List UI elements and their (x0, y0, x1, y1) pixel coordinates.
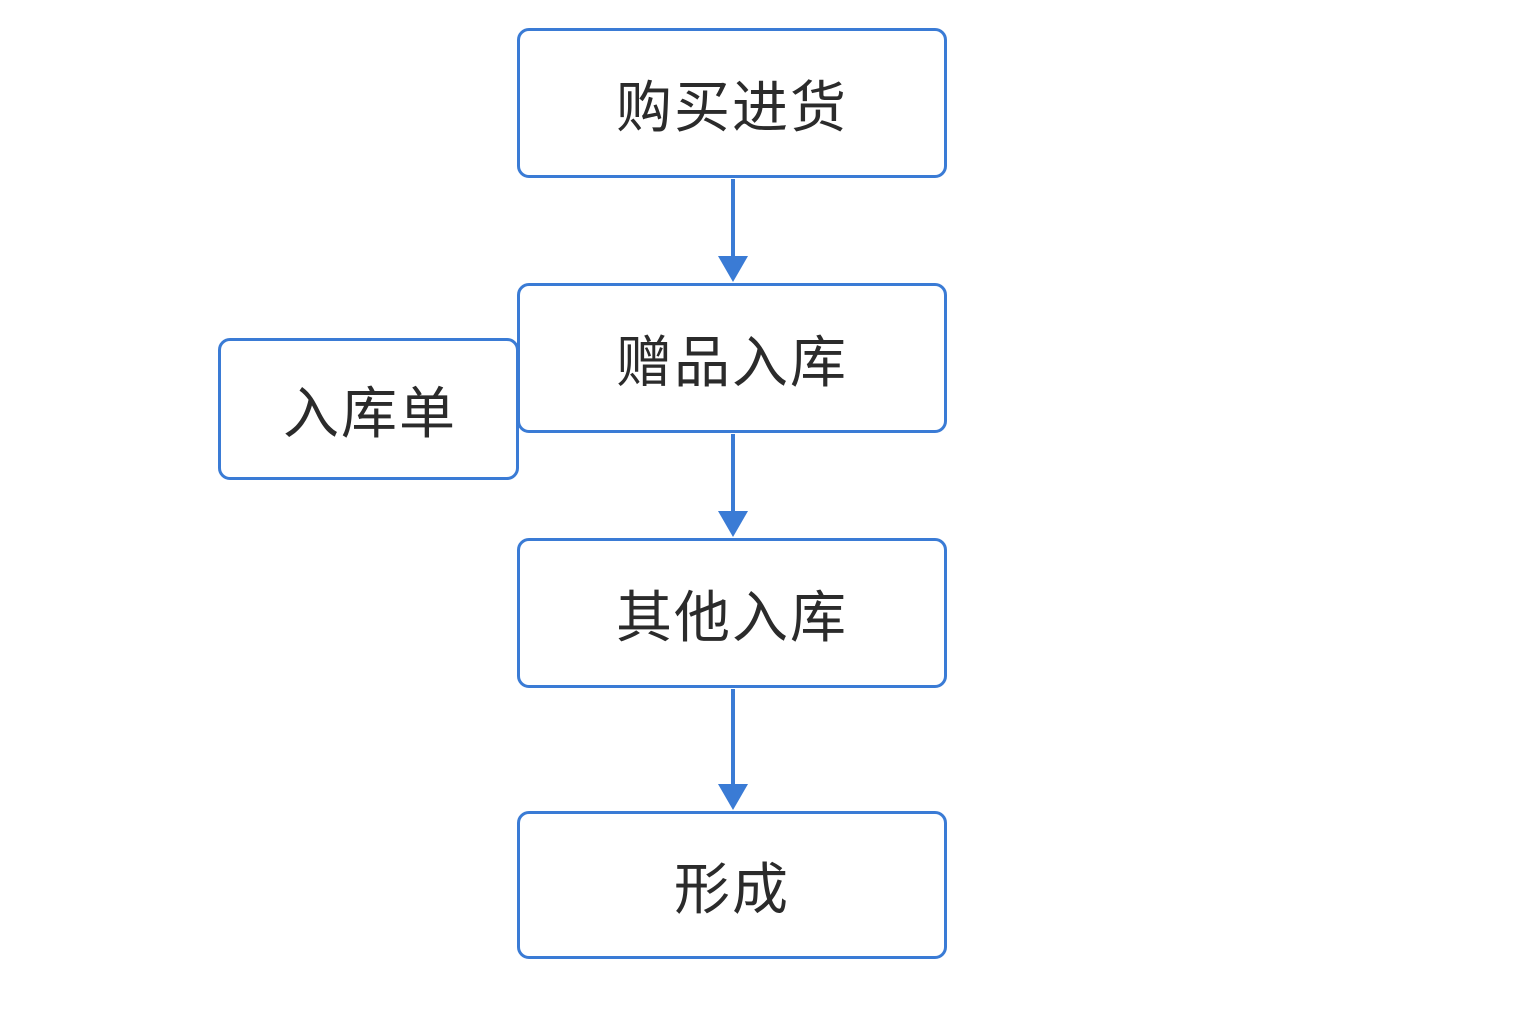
node-gift-inbound-label: 赠品入库 (616, 330, 848, 396)
side-node-warehouse-receipt: 入库单 (218, 338, 519, 480)
node-purchase-label: 购买进货 (616, 75, 848, 141)
arrowhead-2 (718, 511, 748, 537)
node-gift-inbound: 赠品入库 (517, 283, 947, 433)
node-other-inbound-label: 其他入库 (616, 585, 848, 651)
arrowhead-1 (718, 256, 748, 282)
arrowhead-3 (718, 784, 748, 810)
side-node-label: 入库单 (283, 381, 457, 447)
node-purchase: 购买进货 (517, 28, 947, 178)
node-form-label: 形成 (674, 857, 790, 923)
node-other-inbound: 其他入库 (517, 538, 947, 688)
node-form: 形成 (517, 811, 947, 959)
